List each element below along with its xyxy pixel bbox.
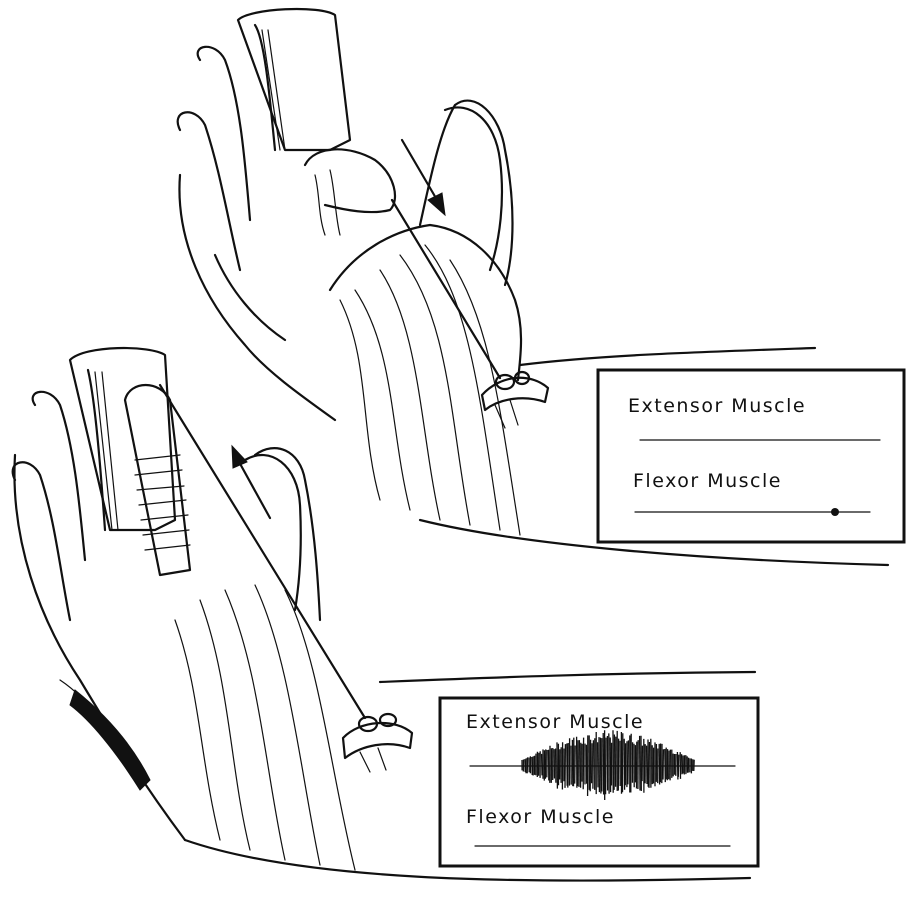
upper-extensor-label: Extensor Muscle [628, 395, 806, 417]
lower-extensor-label: Extensor Muscle [466, 711, 644, 733]
lower-emg-panel: Extensor Muscle Flexor Muscle [440, 698, 758, 866]
upper-flexor-label: Flexor Muscle [633, 470, 782, 492]
upper-emg-panel: Extensor Muscle Flexor Muscle [598, 370, 904, 542]
lower-flexor-label: Flexor Muscle [466, 806, 615, 828]
upper-flexor-spike [831, 508, 839, 516]
downward-motion-arrow-icon [402, 140, 445, 215]
